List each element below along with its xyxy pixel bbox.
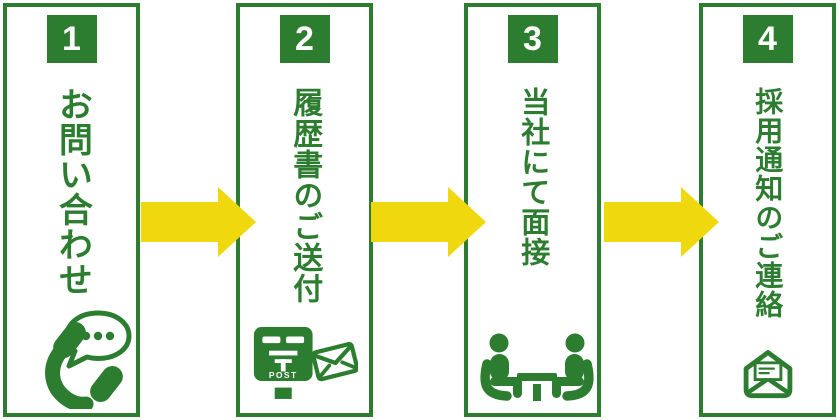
flow-arrow-1 — [141, 187, 256, 257]
postbox-envelope-icon: POST — [252, 325, 359, 401]
flow-arrow-3 — [604, 187, 719, 257]
open-mail-icon — [739, 344, 797, 401]
step-title: お問い合わせ — [53, 87, 92, 297]
step-box-inquiry: 1 お問い合わせ — [3, 3, 140, 417]
interview-table-icon — [479, 333, 594, 401]
step-number-badge: 1 — [46, 15, 97, 63]
postbox-post-label: POST — [268, 370, 297, 380]
postbox-envelope-icon-svg: POST — [253, 327, 359, 399]
step-number-badge: 4 — [742, 15, 793, 63]
interview-table-icon-svg — [479, 333, 594, 401]
step-box-offer: 4 採用通知のご連絡 — [699, 3, 836, 417]
step-number-badge: 2 — [279, 15, 330, 63]
step-title: 当社にて面接 — [516, 87, 549, 267]
step-box-interview: 3 当社にて面接 — [464, 3, 601, 417]
step-box-resume: 2 履歴書のご送付 POST — [236, 3, 373, 417]
step-number-badge: 3 — [507, 15, 558, 63]
open-mail-icon-svg — [743, 350, 792, 399]
flow-arrow-2 — [371, 187, 486, 257]
phone-chat-icon — [36, 307, 134, 412]
phone-chat-icon-svg — [44, 310, 131, 412]
step-title: 履歴書のご送付 — [288, 87, 322, 304]
step-title: 採用通知のご連絡 — [752, 87, 784, 319]
